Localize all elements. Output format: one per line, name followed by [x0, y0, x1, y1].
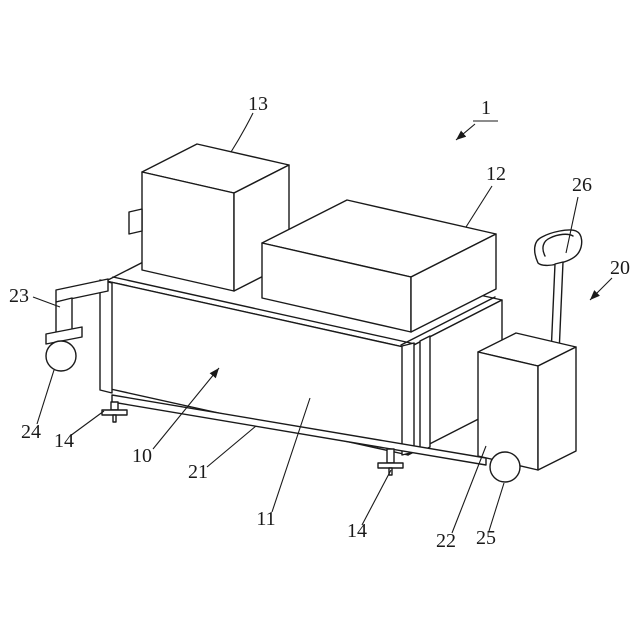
reference-numerals: 13 1 12 26 20 23 24 14 10 21 11 14 22 25 [9, 93, 630, 552]
ref-label-22: 22 [436, 530, 456, 552]
top-right-box-right-face [410, 233, 497, 333]
ref-label-10: 10 [132, 445, 152, 467]
leader-lines [32, 112, 613, 534]
right-side-box-right-face [537, 346, 577, 471]
ref-label-20: 20 [610, 257, 630, 279]
right-caster-wheel [489, 451, 521, 483]
ref-label-14-left: 14 [54, 430, 74, 452]
main-frame-rim-line-front [112, 276, 416, 345]
leader-line-13 [230, 112, 254, 153]
right-foot-plate [377, 462, 404, 469]
leader-line-14-right [361, 469, 392, 526]
leader-line-26 [565, 196, 579, 254]
right-leg [386, 448, 395, 464]
leader-line-21 [206, 425, 257, 468]
left-arm-horizontal-bar [55, 278, 109, 303]
left-arm-foot-plate [45, 326, 83, 345]
arrow-1 [455, 123, 476, 141]
leader-line-14-left [69, 410, 105, 437]
top-right-box [261, 199, 497, 333]
leader-line-24 [36, 369, 55, 425]
top-left-box-front-face [141, 171, 235, 292]
top-left-box-side-tab [128, 208, 143, 235]
leader-line-22 [451, 445, 487, 534]
right-side-box [477, 332, 577, 471]
left-corner-post [99, 279, 113, 394]
main-frame-rim-line-right [400, 296, 496, 346]
ref-label-1: 1 [481, 97, 491, 119]
handle-grip-inner-line [542, 233, 574, 257]
ref-label-21: 21 [188, 461, 208, 483]
ref-label-12: 12 [486, 163, 506, 185]
ref-label-25: 25 [476, 527, 496, 549]
leader-line-11 [271, 397, 311, 513]
left-foot-stem [112, 414, 117, 423]
left-caster-wheel [45, 340, 77, 372]
left-foot-plate [101, 409, 128, 416]
arrow-10 [152, 367, 220, 450]
left-arm [45, 278, 109, 372]
leader-line-23 [32, 296, 61, 308]
ref-label-26: 26 [572, 174, 592, 196]
ref-label-23: 23 [9, 285, 29, 307]
right-corner-post [401, 342, 415, 456]
leader-line-12 [465, 185, 493, 228]
arrow-20 [589, 277, 613, 301]
left-leg [110, 401, 119, 411]
ref-label-13: 13 [248, 93, 268, 115]
leader-line-25 [488, 482, 505, 532]
ref-label-14-right: 14 [347, 520, 367, 542]
right-face-post [419, 335, 431, 453]
ref-label-11: 11 [256, 508, 275, 530]
ref-label-24: 24 [21, 421, 41, 443]
